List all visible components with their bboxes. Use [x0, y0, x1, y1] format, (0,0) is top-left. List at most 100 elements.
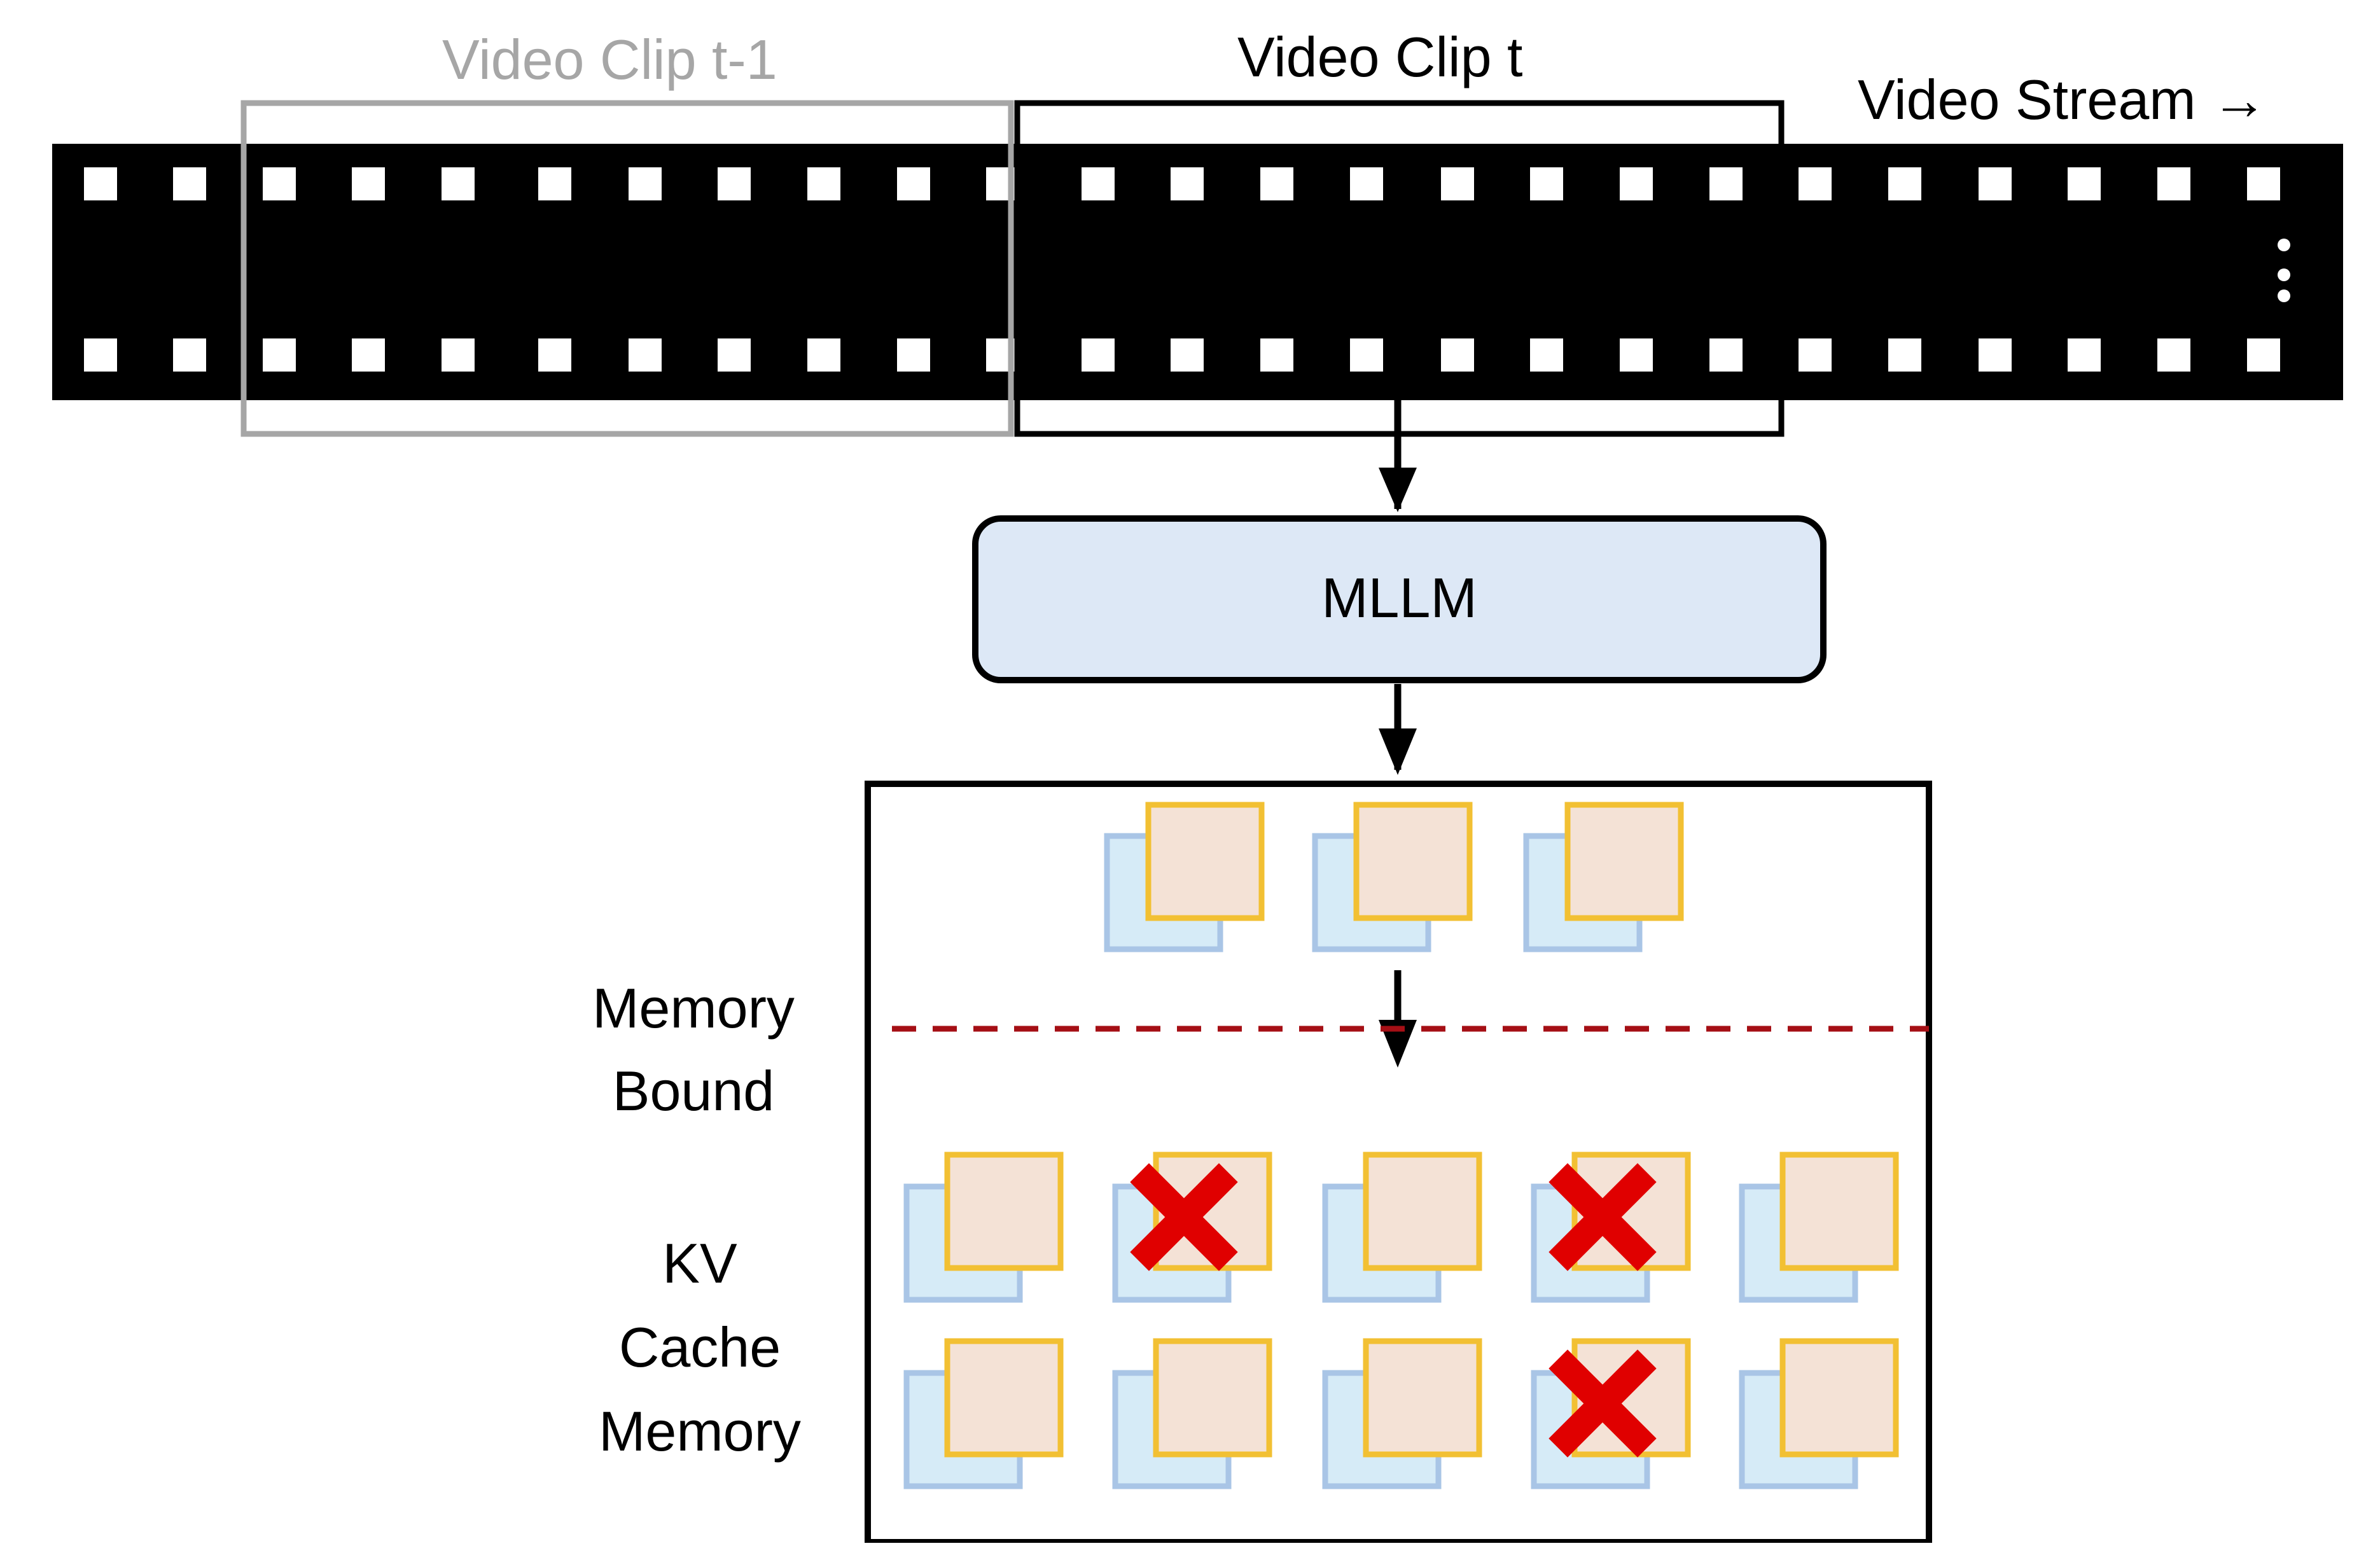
stream-label: Video Stream →: [1858, 67, 2267, 133]
kv-token-pair: [1322, 1152, 1482, 1303]
film-hole: [2068, 338, 2101, 372]
evicted-x-icon: [1548, 1349, 1657, 1458]
film-hole: [807, 167, 840, 200]
value-token: [1145, 802, 1265, 921]
film-hole: [442, 338, 475, 372]
film-hole: [986, 167, 1019, 200]
value-token: [944, 1152, 1064, 1271]
film-hole: [629, 338, 662, 372]
clip-curr-label: Video Clip t: [1237, 25, 1523, 88]
kv-token-pair: [1112, 1338, 1272, 1489]
film-hole: [1441, 167, 1474, 200]
film-hole: [1888, 167, 1921, 200]
kv-token-pair: [1739, 1338, 1899, 1489]
film-hole: [1260, 167, 1293, 200]
kv-token-pair: [1112, 1152, 1272, 1303]
film-hole: [1082, 338, 1115, 372]
film-hole: [1260, 338, 1293, 372]
film-hole: [84, 338, 117, 372]
film-hole: [1979, 338, 2012, 372]
film-hole: [718, 167, 751, 200]
more-frames-ellipsis-icon: [2278, 239, 2290, 302]
incoming-tokens: [1104, 802, 1684, 952]
film-hole: [1171, 338, 1204, 372]
clip-prev-frame: [240, 100, 1014, 437]
value-token: [1779, 1338, 1899, 1458]
evicted-x-icon: [1548, 1163, 1657, 1271]
kv-token-pair: [1531, 1338, 1691, 1489]
kv-token-pair: [903, 1152, 1064, 1303]
value-token: [1363, 1152, 1482, 1271]
film-hole: [1709, 167, 1743, 200]
memory-bound-label-line: Memory: [592, 977, 795, 1040]
film-holes-top: [84, 167, 2280, 200]
film-hole: [1082, 167, 1115, 200]
value-token: [1363, 1338, 1482, 1458]
film-hole: [629, 167, 662, 200]
model-label: MLLM: [1321, 566, 1477, 629]
arrow-model-to-memory-head: [1379, 728, 1417, 775]
film-hole: [352, 167, 385, 200]
film-hole: [263, 338, 296, 372]
film-hole: [538, 338, 571, 372]
film-hole: [2157, 338, 2190, 372]
film-hole: [807, 338, 840, 372]
value-token: [944, 1338, 1064, 1458]
film-hole: [1888, 338, 1921, 372]
film-hole: [897, 167, 930, 200]
film-hole: [2247, 338, 2280, 372]
arrow-clip-to-model-head: [1379, 468, 1417, 512]
arrow-tokens-to-cache-head: [1379, 1020, 1417, 1068]
film-hole: [84, 167, 117, 200]
film-hole: [352, 338, 385, 372]
film-hole: [2157, 167, 2190, 200]
memory-bound-label-line: Bound: [612, 1059, 775, 1122]
model-box: [972, 515, 1827, 683]
film-hole: [538, 167, 571, 200]
film-hole: [897, 338, 930, 372]
kv-cache-label-line: Memory: [599, 1400, 801, 1463]
film-hole: [1171, 167, 1204, 200]
kv-token-pair: [1739, 1152, 1899, 1303]
film-hole: [1620, 167, 1653, 200]
kv-token-pair: [1104, 802, 1265, 952]
film-hole: [1620, 338, 1653, 372]
film-hole: [1350, 167, 1383, 200]
value-token: [1153, 1338, 1272, 1458]
film-hole: [1530, 167, 1563, 200]
film-hole: [1799, 167, 1832, 200]
kv-token-pair: [903, 1338, 1064, 1489]
kv-token-pair: [1523, 802, 1684, 952]
film-hole: [2068, 167, 2101, 200]
film-hole: [1441, 338, 1474, 372]
film-hole: [173, 167, 206, 200]
stream-label-text: Video Stream: [1858, 68, 2196, 131]
film-hole: [173, 338, 206, 372]
clip-prev-label: Video Clip t-1: [442, 28, 777, 91]
kv-cache-label: KV Cache Memory: [560, 1222, 840, 1473]
film-hole: [1979, 167, 2012, 200]
kv-cache-grid: [903, 1152, 1899, 1489]
film-hole: [986, 338, 1019, 372]
memory-box: [865, 781, 1932, 1545]
value-token: [1564, 802, 1684, 921]
kv-cache-label-line: Cache: [618, 1316, 781, 1379]
film-hole: [1350, 338, 1383, 372]
kv-token-pair: [1322, 1338, 1482, 1489]
value-token: [1779, 1152, 1899, 1271]
film-hole: [2247, 167, 2280, 200]
film-holes-bottom: [84, 338, 2280, 372]
memory-bound-label: Memory Bound: [553, 967, 833, 1132]
film-hole: [718, 338, 751, 372]
stream-arrow-icon: →: [2211, 68, 2268, 131]
film-hole: [1709, 338, 1743, 372]
film-hole: [263, 167, 296, 200]
film-hole: [1799, 338, 1832, 372]
kv-token-pair: [1312, 802, 1473, 952]
evicted-x-icon: [1130, 1163, 1238, 1271]
kv-cache-label-line: KV: [662, 1232, 737, 1295]
value-token: [1353, 802, 1473, 921]
film-hole: [1530, 338, 1563, 372]
